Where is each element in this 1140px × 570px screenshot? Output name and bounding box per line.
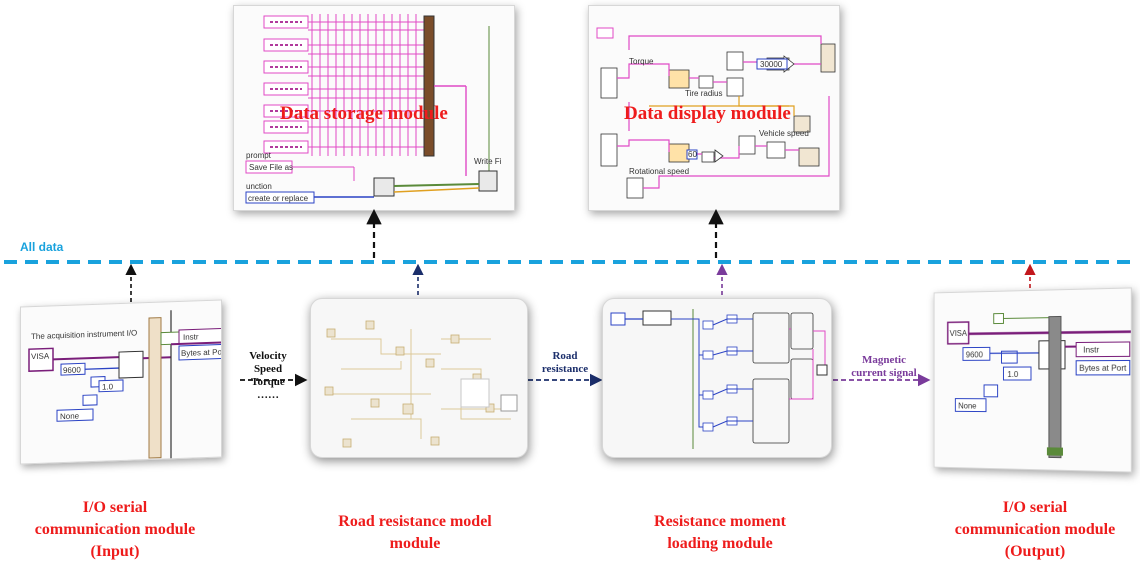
road-label-line2: module (300, 533, 530, 555)
display-torque-text: Torque (629, 57, 654, 66)
resistance-moment-screenshot (602, 298, 832, 458)
signal-torque: Torque (238, 376, 298, 389)
all-data-label: All data (20, 240, 63, 254)
moment-block-diagram (603, 299, 832, 458)
output-visa-text: VISA (950, 329, 968, 338)
data-display-title: Data display module (624, 103, 791, 125)
signal-speed: Speed (238, 363, 298, 376)
storage-build-array (424, 16, 434, 156)
storage-wire-bundle (308, 14, 424, 156)
output-bytes-text: Bytes at Port (1079, 363, 1127, 373)
input-block-diagram: The acquisition instrument I/O VISA 9600… (21, 300, 222, 464)
io-input-label-line2: communication module (30, 519, 200, 541)
storage-write-text: Write Fi (474, 157, 502, 166)
io-input-screenshot: The acquisition instrument I/O VISA 9600… (20, 299, 222, 464)
road-signal-label: Road resistance (533, 350, 597, 376)
display-k-text: 60 (688, 150, 697, 159)
signal-magnetic: Magnetic (840, 354, 928, 367)
storage-input-labels (264, 16, 308, 153)
input-version-text: 1.0 (102, 382, 114, 391)
signal-ellipsis: …… (238, 389, 298, 402)
output-instr-text: Instr (1083, 345, 1099, 354)
display-tire-text: Tire radius (685, 89, 723, 98)
output-version-text: 1.0 (1007, 370, 1019, 379)
io-output-label-line1: I/O serial (950, 497, 1120, 519)
input-bytes-text: Bytes at Port (181, 347, 222, 358)
io-input-label-line1: I/O serial (30, 497, 200, 519)
io-output-screenshot: VISA 9600 1.0 None Instr Bytes at Port (934, 287, 1132, 472)
road-label-line1: Road resistance model (300, 511, 530, 533)
storage-write-node (479, 171, 497, 191)
magnetic-signal-label: Magnetic current signal (840, 354, 928, 380)
storage-open-node (374, 178, 394, 196)
output-block-diagram: VISA 9600 1.0 None Instr Bytes at Port (935, 288, 1132, 472)
moment-label-line1: Resistance moment (610, 511, 830, 533)
input-parity-text: None (60, 411, 80, 421)
resistance-moment-label: Resistance moment loading module (610, 511, 830, 555)
data-storage-title: Data storage module (280, 103, 448, 125)
input-signal-labels: Velocity Speed Torque …… (238, 350, 298, 402)
moment-label-line2: loading module (610, 533, 830, 555)
io-input-label-line3: (Input) (30, 541, 200, 563)
signal-resistance: resistance (533, 363, 597, 376)
display-vehicle-speed-text: Vehicle speed (759, 129, 809, 138)
input-baud-text: 9600 (63, 365, 81, 375)
storage-create-text: create or replace (248, 194, 309, 203)
input-caption-text: The acquisition instrument I/O (31, 328, 137, 341)
input-instr-text: Instr (183, 332, 199, 342)
road-resistance-label: Road resistance model module (300, 511, 530, 555)
output-parity-text: None (958, 401, 977, 410)
storage-prompt-text: prompt (246, 151, 272, 160)
input-serial-config-node (119, 351, 143, 378)
road-resistance-screenshot (310, 298, 528, 458)
input-visa-text: VISA (31, 351, 50, 361)
signal-current: current signal (840, 367, 928, 380)
signal-road: Road (533, 350, 597, 363)
road-block-diagram (311, 299, 528, 458)
signal-velocity: Velocity (238, 350, 298, 363)
output-baud-text: 9600 (966, 350, 984, 359)
storage-function-text: unction (246, 182, 272, 191)
io-input-label: I/O serial communication module (Input) (30, 497, 200, 563)
io-output-label: I/O serial communication module (Output) (950, 497, 1120, 563)
display-value-text: 30000 (760, 60, 783, 69)
io-output-label-line2: communication module (950, 519, 1120, 541)
display-rotational-speed-text: Rotational speed (629, 167, 689, 176)
storage-save-text: Save File as (249, 163, 293, 172)
io-output-label-line3: (Output) (950, 541, 1120, 563)
